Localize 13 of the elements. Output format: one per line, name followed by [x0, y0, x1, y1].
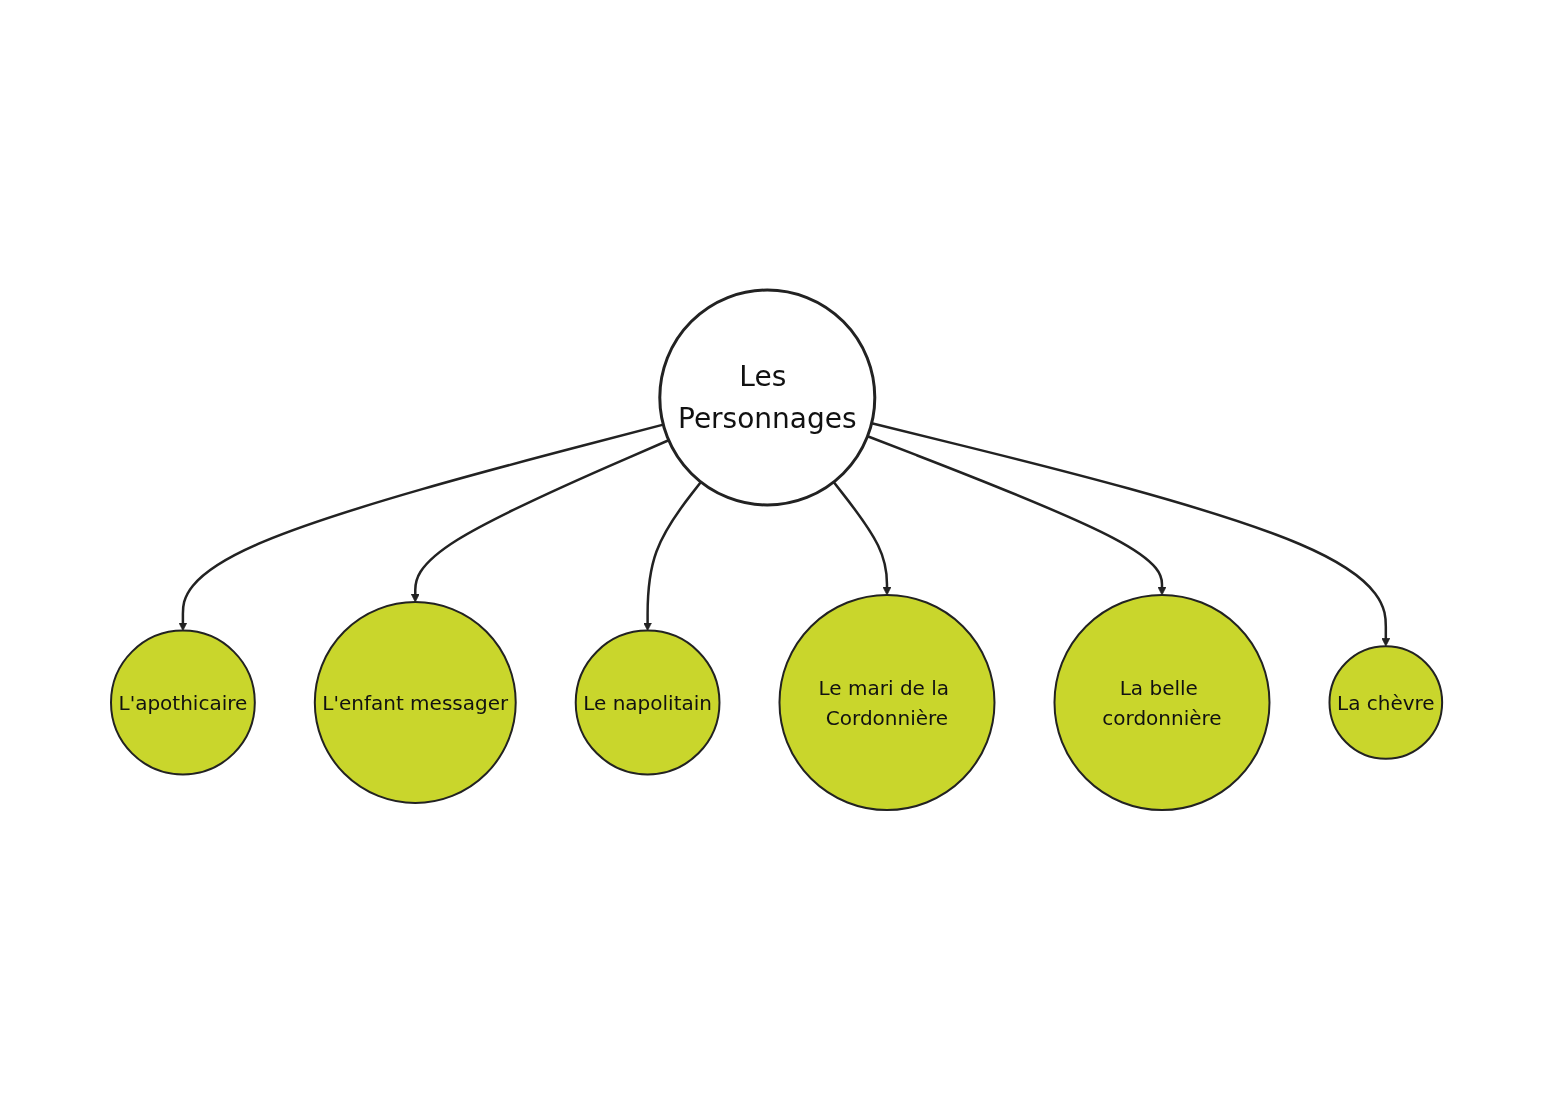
arrow: [178, 423, 664, 631]
node-circle: La chèvre: [1328, 645, 1444, 760]
node-circle: L'apothicaire: [109, 629, 256, 776]
arrow: [410, 439, 670, 603]
node-circle: Le napolitain: [574, 629, 721, 776]
node-circle: La belle cordonnière: [1053, 594, 1271, 811]
node-circle: Le mari de la Cordonnière: [778, 594, 996, 811]
arrow: [832, 481, 892, 596]
arrow: [871, 422, 1391, 647]
node-circle: L'enfant messager: [313, 601, 517, 804]
arrow: [643, 481, 702, 631]
node-circle: Les Personnages: [658, 288, 877, 507]
arrow: [867, 435, 1167, 596]
